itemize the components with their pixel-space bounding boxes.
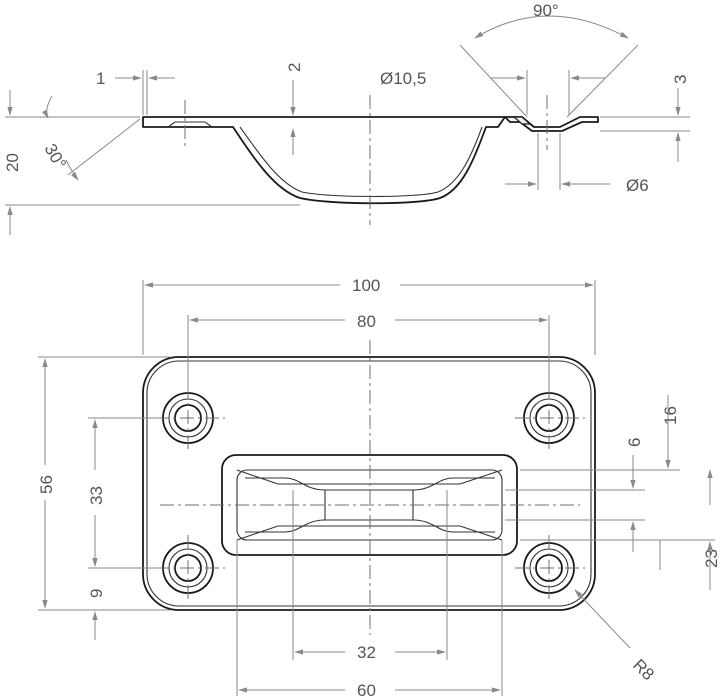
- dim-countersink-angle: 90°: [533, 1, 559, 20]
- plate-edge: [146, 360, 592, 607]
- dim-recess-inner: 6: [625, 438, 644, 447]
- dim-height: 20: [3, 153, 22, 172]
- dim-recess-top: 16: [661, 406, 680, 425]
- recess-grip-inner: [278, 483, 460, 527]
- dim-grip-width: 32: [357, 643, 376, 662]
- dim-thickness: 1: [96, 69, 105, 88]
- dim-bowl-wall: 2: [285, 63, 304, 72]
- recess-diagonals: [236, 469, 503, 541]
- dim-hole-spacing-x: 80: [357, 312, 376, 331]
- dim-hole-spacing-y: 33: [87, 486, 106, 505]
- dim-recess-width: 60: [357, 681, 376, 699]
- side-bowl-inner: [239, 126, 483, 198]
- dim-hole-outer: Ø10,5: [380, 69, 426, 88]
- dim-overall-width: 100: [352, 276, 380, 295]
- dim-flange: 3: [671, 75, 690, 84]
- dim-edge-offset: 9: [87, 589, 106, 598]
- dim-angle-bowl: 30°: [41, 141, 70, 173]
- plate-outline: [142, 356, 596, 611]
- dim-corner-radius: R8: [629, 655, 658, 684]
- side-rivet: [167, 121, 213, 128]
- dim-recess-height: 23: [702, 549, 720, 568]
- dim-hole-inner: Ø6: [626, 176, 649, 195]
- side-flange-section: [512, 116, 532, 125]
- dim-overall-height: 56: [37, 475, 56, 494]
- top-view: 100 80 56 33 9 16 6: [37, 276, 720, 699]
- recess-grip: [245, 477, 495, 533]
- side-plate-outline: [142, 116, 506, 205]
- side-view: 1 2 20 30° Ø10,5 90° 3: [3, 1, 690, 235]
